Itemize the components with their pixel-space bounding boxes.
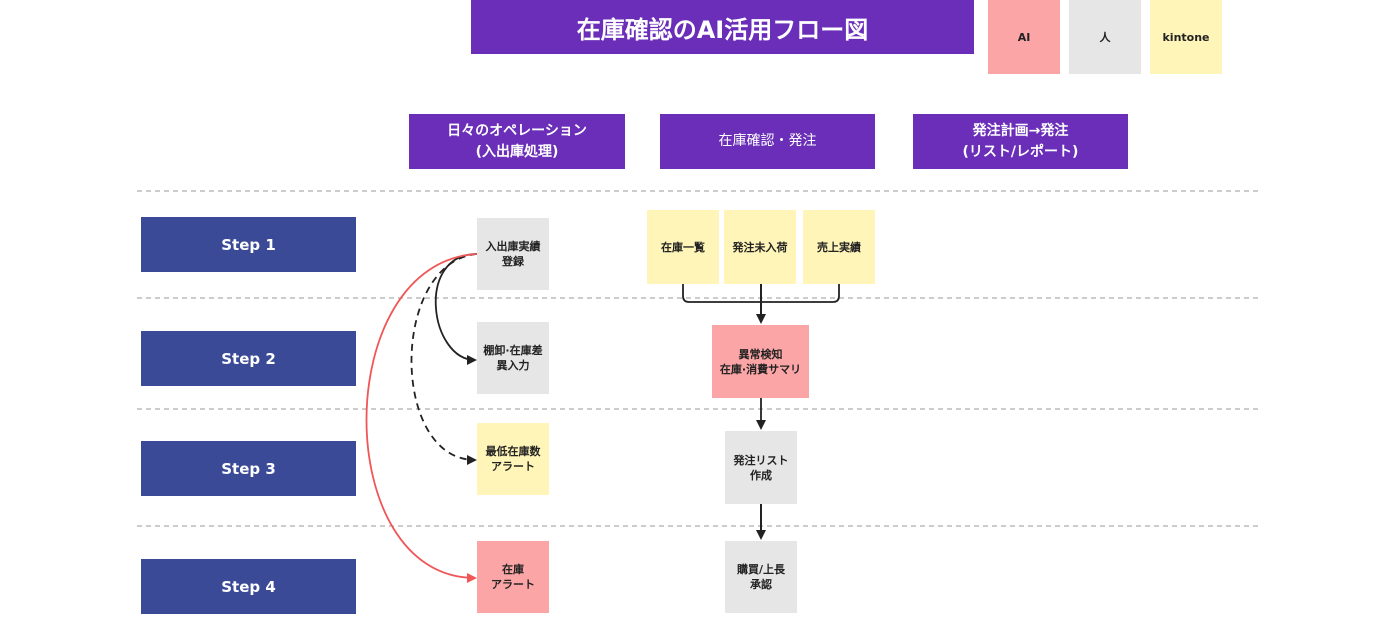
card-entry-registration: 入出庫実績 登録 xyxy=(477,218,549,290)
column-header-order-plan: 発注計画→発注 (リスト/レポート) xyxy=(913,114,1128,169)
card-order-list: 発注リスト 作成 xyxy=(725,431,797,504)
arrow-entry-to-min-stock xyxy=(410,253,478,465)
card-approval: 購買/上長 承認 xyxy=(725,541,797,613)
step-3-label: Step 3 xyxy=(141,441,356,496)
arrow-entry-to-stock-alert xyxy=(365,253,478,583)
column-header-stock-check: 在庫確認・発注 xyxy=(660,114,875,169)
arrow-entry-to-inventory xyxy=(434,253,478,365)
legend-kintone: kintone xyxy=(1150,0,1222,74)
step-1-label: Step 1 xyxy=(141,217,356,272)
step-4-label: Step 4 xyxy=(141,559,356,614)
card-min-stock-alert: 最低在庫数 アラート xyxy=(477,423,549,495)
card-stock-alert: 在庫 アラート xyxy=(477,541,549,613)
card-stock-list: 在庫一覧 xyxy=(647,210,719,284)
card-inventory-input: 棚卸·在庫差 異入力 xyxy=(477,322,549,394)
column-header-operations: 日々のオペレーション (入出庫処理) xyxy=(409,114,625,169)
card-pending-orders: 発注未入荷 xyxy=(724,210,796,284)
legend-ai: AI xyxy=(988,0,1060,74)
legend-human: 人 xyxy=(1069,0,1141,74)
step-2-label: Step 2 xyxy=(141,331,356,386)
card-anomaly-detection: 異常検知 在庫·消費サマリ xyxy=(712,325,809,398)
card-sales-results: 売上実績 xyxy=(803,210,875,284)
page-title: 在庫確認のAI活用フロー図 xyxy=(471,0,974,54)
